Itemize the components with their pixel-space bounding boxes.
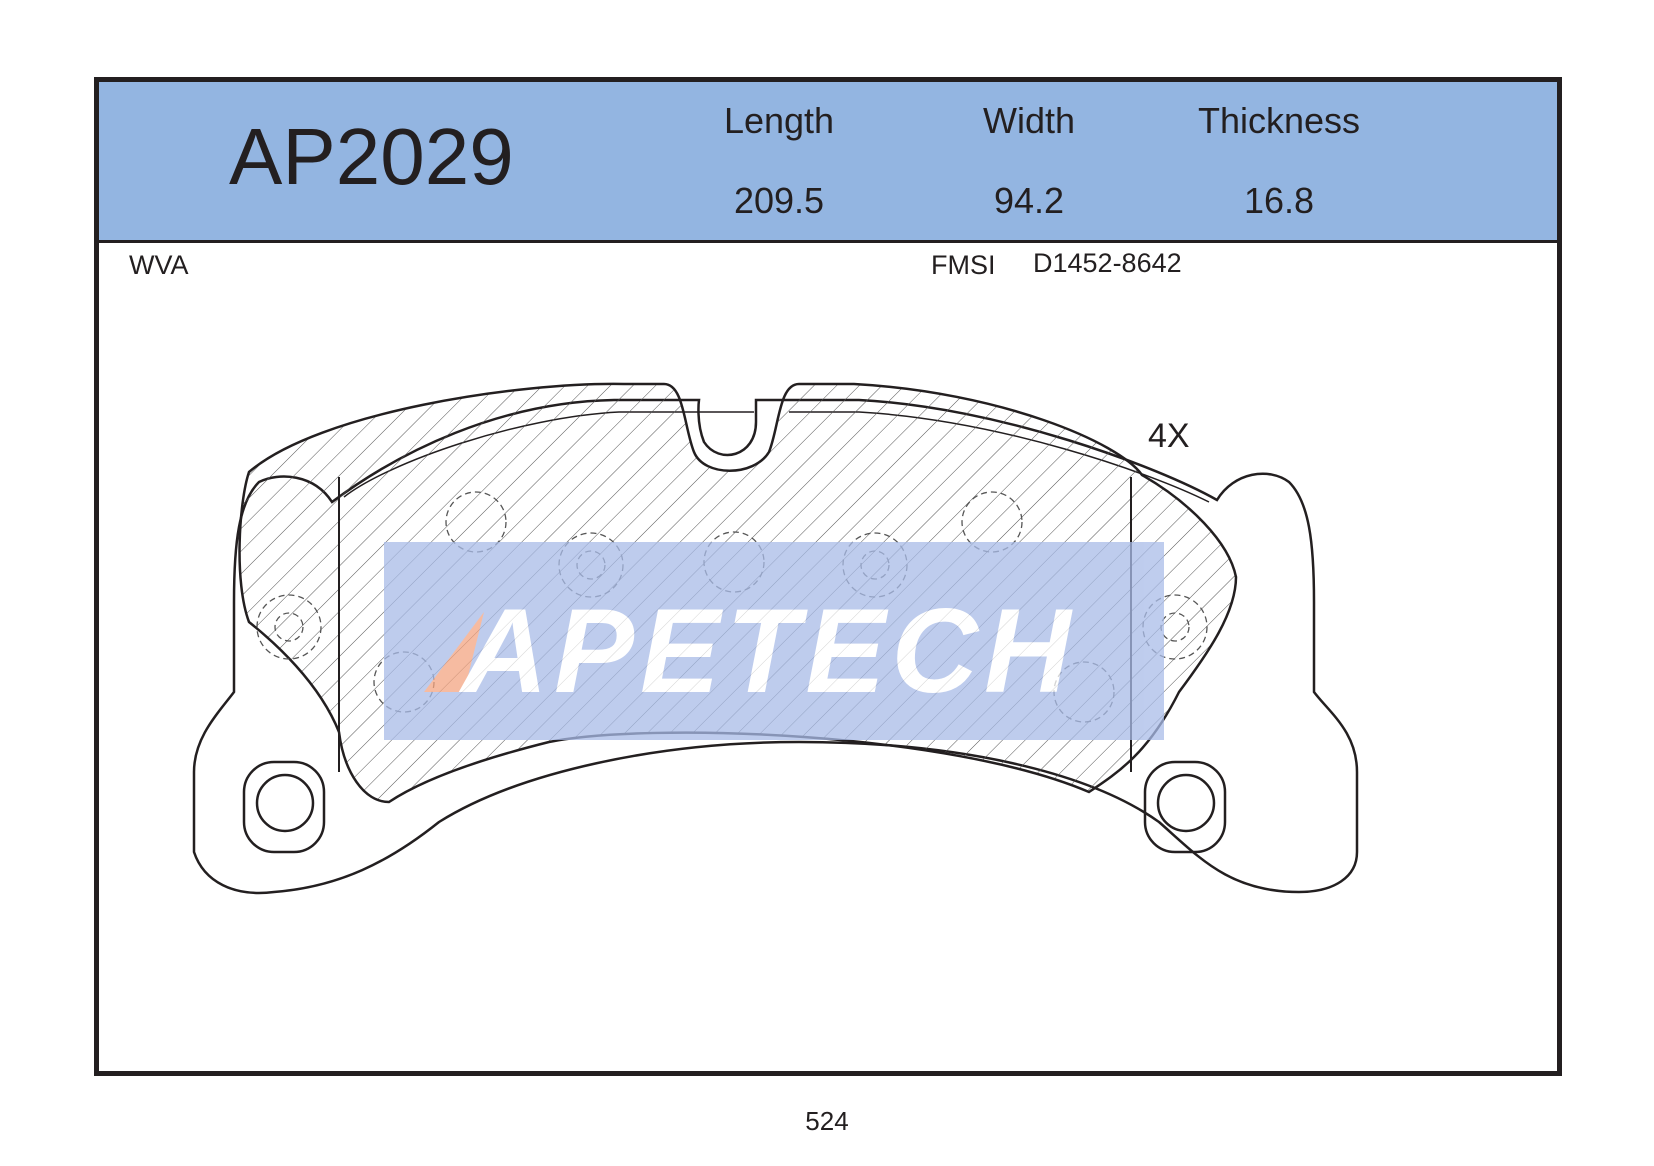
wva-label: WVA <box>129 250 189 280</box>
watermark-text: APETECH <box>458 584 1076 718</box>
length-value: 209.5 <box>733 180 825 221</box>
left-mount-lug <box>242 760 326 854</box>
width-label: Width <box>982 100 1076 141</box>
brake-pad-drawing: APETECH <box>192 382 1359 895</box>
page-number: 524 <box>805 1106 849 1136</box>
right-mount-hole <box>1156 773 1216 833</box>
fmsi-label: FMSI <box>931 250 996 280</box>
length-label: Length <box>723 100 835 141</box>
apetech-watermark: APETECH <box>384 542 1164 740</box>
backing-plate-outline <box>192 398 1359 895</box>
thickness-label: Thickness <box>1197 100 1361 141</box>
thickness-value: 16.8 <box>1243 180 1315 221</box>
spec-sheet-frame: AP2029 Length 209.5 Width 94.2 Thickness… <box>94 77 1562 1076</box>
quantity-label: 4X <box>1148 417 1190 455</box>
watermark-box <box>384 542 1164 740</box>
part-number: AP2029 <box>229 112 514 201</box>
friction-material-outline <box>238 382 1238 804</box>
watermark-accent <box>424 612 484 692</box>
right-mount-lug <box>1143 760 1227 854</box>
left-mount-hole <box>255 773 315 833</box>
fmsi-code: D1452-8642 <box>1033 248 1182 278</box>
width-value: 94.2 <box>993 180 1065 221</box>
header-band: AP2029 Length 209.5 Width 94.2 Thickness… <box>99 82 1557 243</box>
